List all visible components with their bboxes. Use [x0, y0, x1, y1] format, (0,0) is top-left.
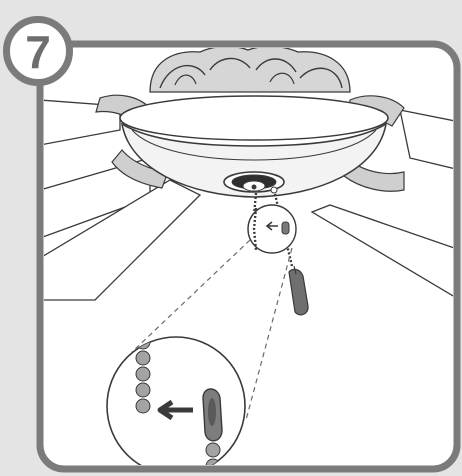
fan-blade-right-upper — [399, 109, 453, 171]
pull-chain-left-zoomed — [252, 207, 258, 251]
connector-slot — [208, 398, 216, 426]
connector-small — [281, 221, 290, 235]
zoom-callout-circle — [106, 336, 246, 465]
bead-6 — [205, 442, 221, 458]
left-arrow-icon — [157, 399, 193, 421]
pull-chain-fob — [288, 268, 309, 316]
bowl-rim — [119, 95, 389, 141]
pull-chain-socket — [270, 186, 278, 194]
pull-chain-right — [273, 193, 294, 267]
bowl-highlight — [131, 129, 377, 161]
step-number: 7 — [25, 25, 51, 78]
bead-2 — [135, 350, 151, 366]
bead-4 — [135, 382, 151, 398]
small-arrow-icon — [265, 221, 278, 231]
callout-line-right — [245, 247, 293, 421]
fan-blade-left-lower — [44, 179, 202, 301]
blade-arm-front-left — [111, 149, 169, 189]
fob-link — [293, 265, 297, 275]
bead-5 — [135, 398, 151, 414]
finial-center — [251, 184, 257, 190]
housing-scrollwork-inner — [174, 72, 295, 86]
callout-line-left — [131, 239, 251, 353]
housing-scrollwork — [159, 57, 343, 89]
step-number-badge: 7 — [3, 16, 73, 86]
motor-housing — [149, 48, 351, 93]
fan-drawing — [44, 48, 453, 465]
bead-3 — [135, 366, 151, 382]
fan-blade-right-lower — [310, 204, 453, 302]
blade-arm-front-right — [343, 158, 405, 192]
